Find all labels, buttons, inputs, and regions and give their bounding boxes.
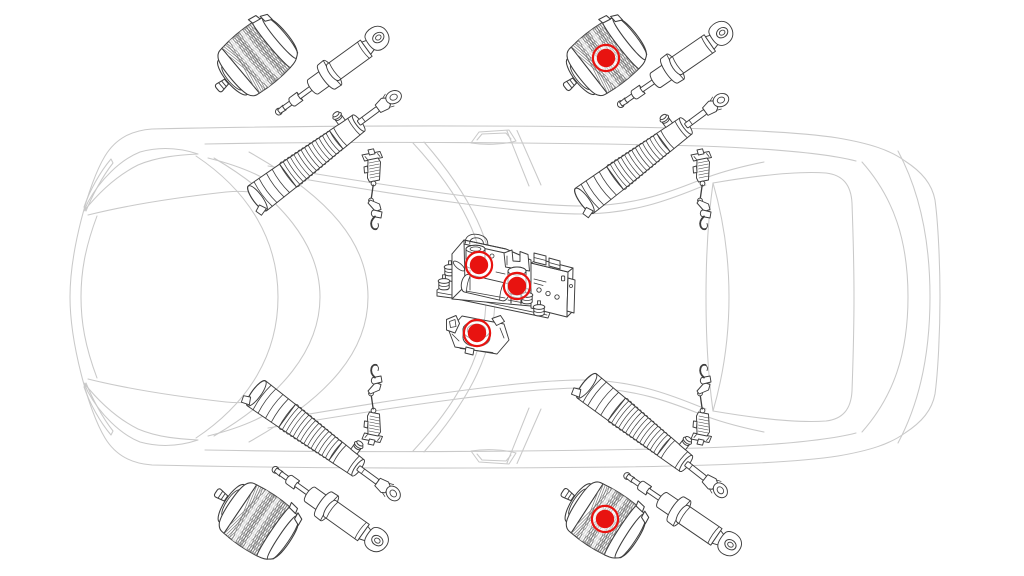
hotspot-valve-solenoid[interactable] (502, 271, 532, 301)
height-sensor-front-right (690, 147, 713, 231)
hotspot-markers-layer (462, 43, 621, 534)
height-sensor-rear-right (690, 363, 713, 447)
hotspot-compressor[interactable] (464, 250, 494, 280)
hotspot-air-spring-front-right[interactable] (591, 43, 621, 73)
hotspot-relay[interactable] (462, 318, 492, 348)
air-strut-front-left (236, 72, 412, 217)
hotspot-air-spring-rear-right[interactable] (590, 504, 620, 534)
